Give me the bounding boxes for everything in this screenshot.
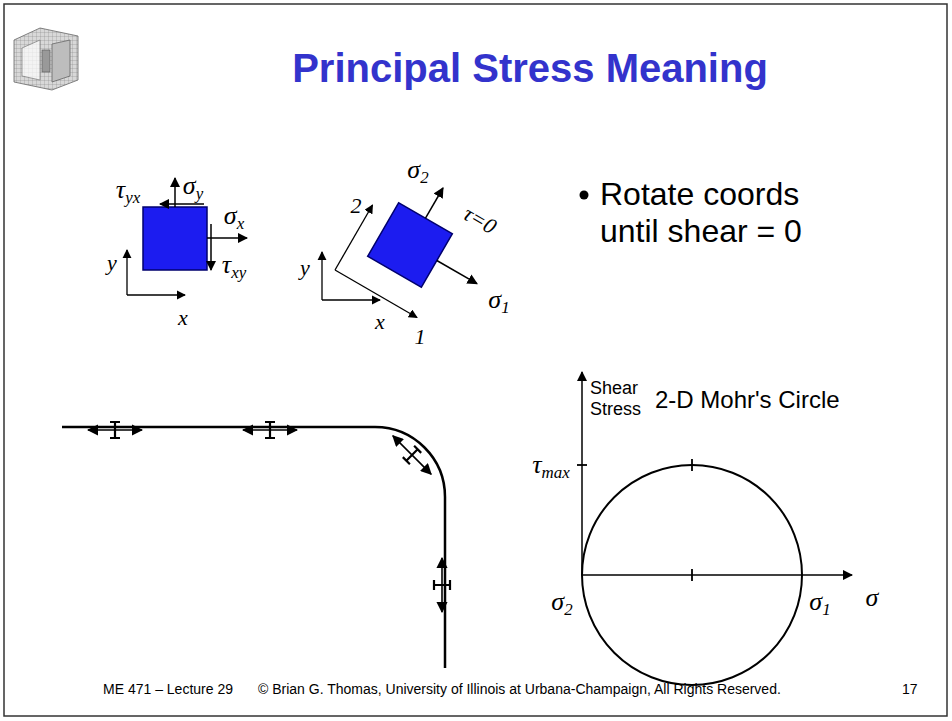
axis-label: x [178, 305, 188, 330]
principal-stress-label: σ1 [488, 285, 509, 315]
stress-symbols [88, 422, 450, 612]
axis-label: σ [866, 583, 879, 613]
axis-title: Shear Stress [590, 378, 652, 419]
principal-stress-label: σ2 [551, 587, 572, 617]
bent-beam [62, 427, 445, 668]
shear-stress-label: τyx [116, 175, 140, 205]
chart-title: 2-D Mohr's Circle [655, 386, 840, 414]
axis-label: x [375, 309, 385, 334]
axis-label: y [300, 255, 310, 280]
mohrs-circle [577, 372, 852, 685]
normal-stress-label: σy [183, 171, 203, 201]
slide-title: Principal Stress Meaning [292, 46, 768, 91]
principal-stress-label: σ2 [407, 155, 428, 185]
axis-label: y [107, 250, 117, 275]
bullet-text: Rotate coords until shear = 0 [600, 176, 862, 250]
slide-border [4, 4, 947, 716]
shear-stress-label: τxy [222, 250, 246, 280]
shear-zero-label: τ=0 [459, 201, 501, 240]
mesh-icon [14, 28, 78, 90]
normal-stress-label: σx [224, 201, 244, 231]
page-number: 17 [902, 681, 918, 697]
footer-text: © Brian G. Thomas, University of Illinoi… [258, 681, 781, 697]
rotated-stress-element [322, 188, 477, 318]
axis-label: 2 [351, 193, 362, 218]
principal-stress-label: σ1 [809, 587, 830, 617]
footer-text: ME 471 – Lecture 29 [103, 681, 233, 697]
axis-label: 1 [415, 324, 426, 349]
max-shear-label: τmax [532, 450, 569, 480]
bullet [580, 191, 589, 200]
